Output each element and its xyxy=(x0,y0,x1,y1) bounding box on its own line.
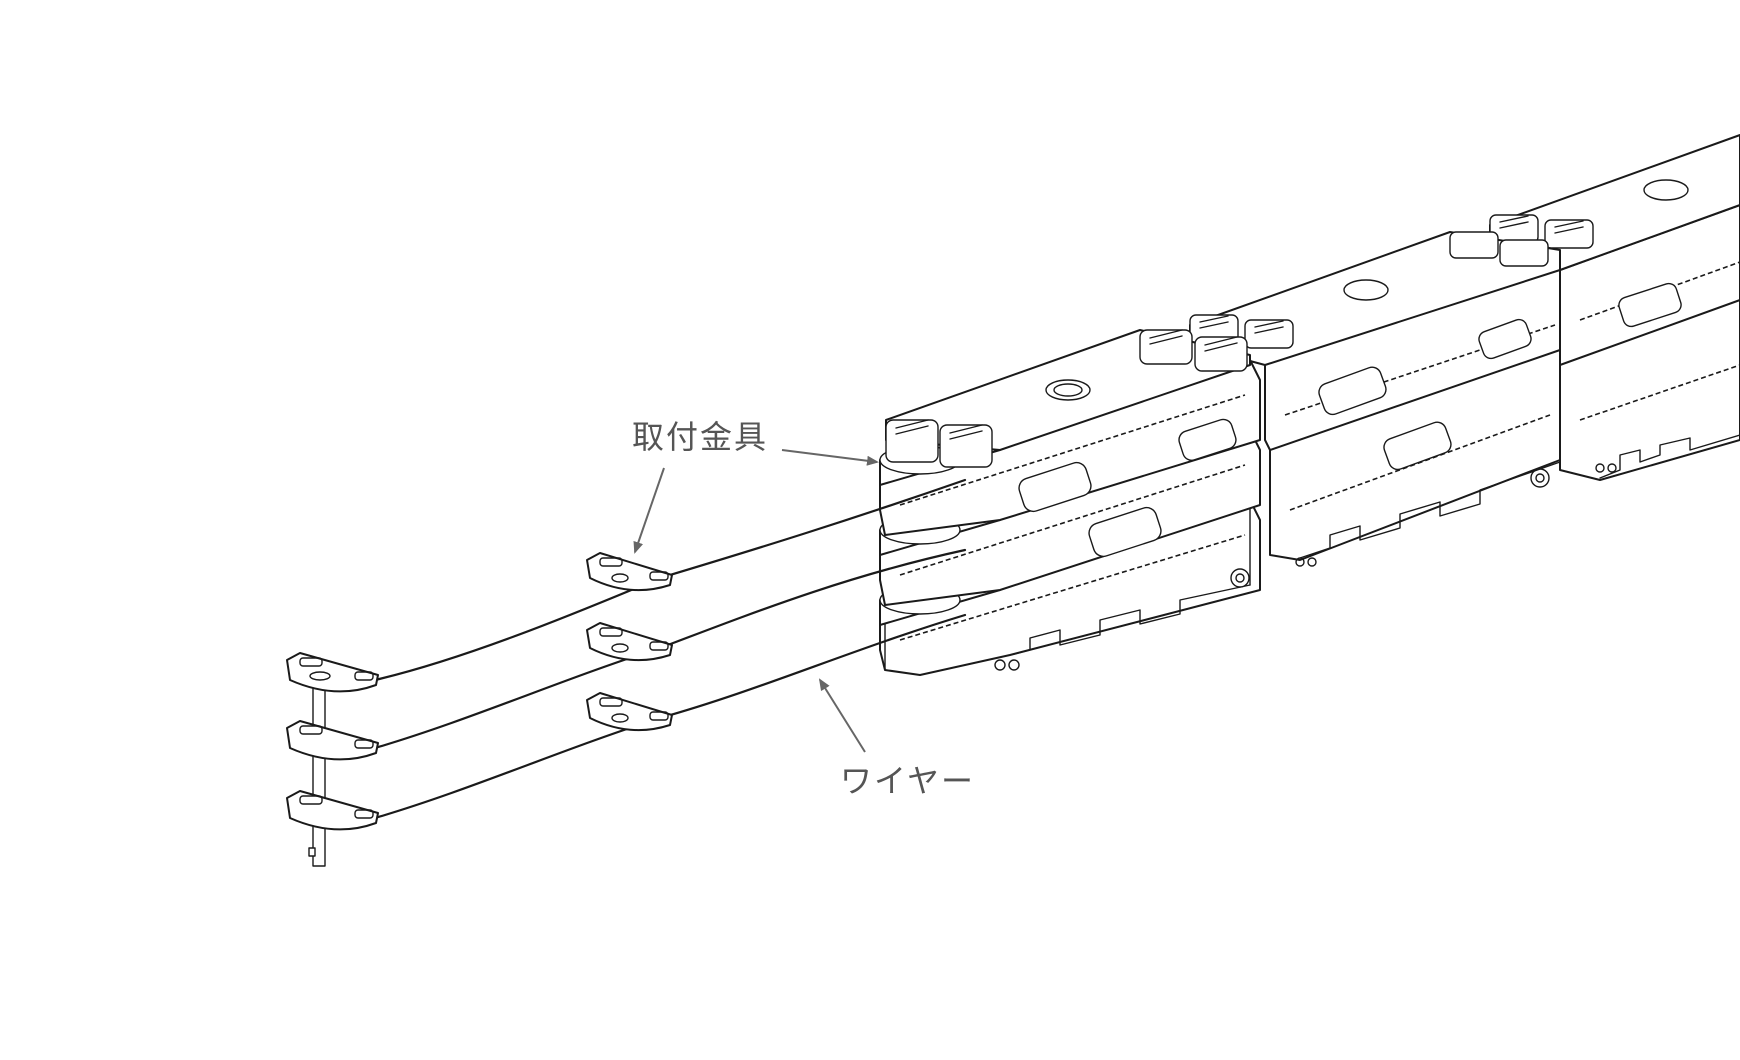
mounting-brackets-middle xyxy=(586,552,673,732)
arrow-bracket-to-bracket xyxy=(633,467,665,554)
arrow-bracket-to-block xyxy=(781,449,879,466)
callout-arrows xyxy=(633,449,879,753)
ground-stake-assembly xyxy=(286,652,379,867)
weight-block-stack-front xyxy=(879,329,1261,676)
arrow-wire xyxy=(818,678,866,753)
label-wire: ワイヤー xyxy=(840,762,976,800)
weight-block-row-back xyxy=(1489,134,1740,481)
weight-block-top xyxy=(879,329,1261,536)
label-mounting-bracket: 取付金具 xyxy=(632,418,769,456)
wires xyxy=(373,478,967,820)
weight-block-row-middle xyxy=(1189,231,1561,567)
